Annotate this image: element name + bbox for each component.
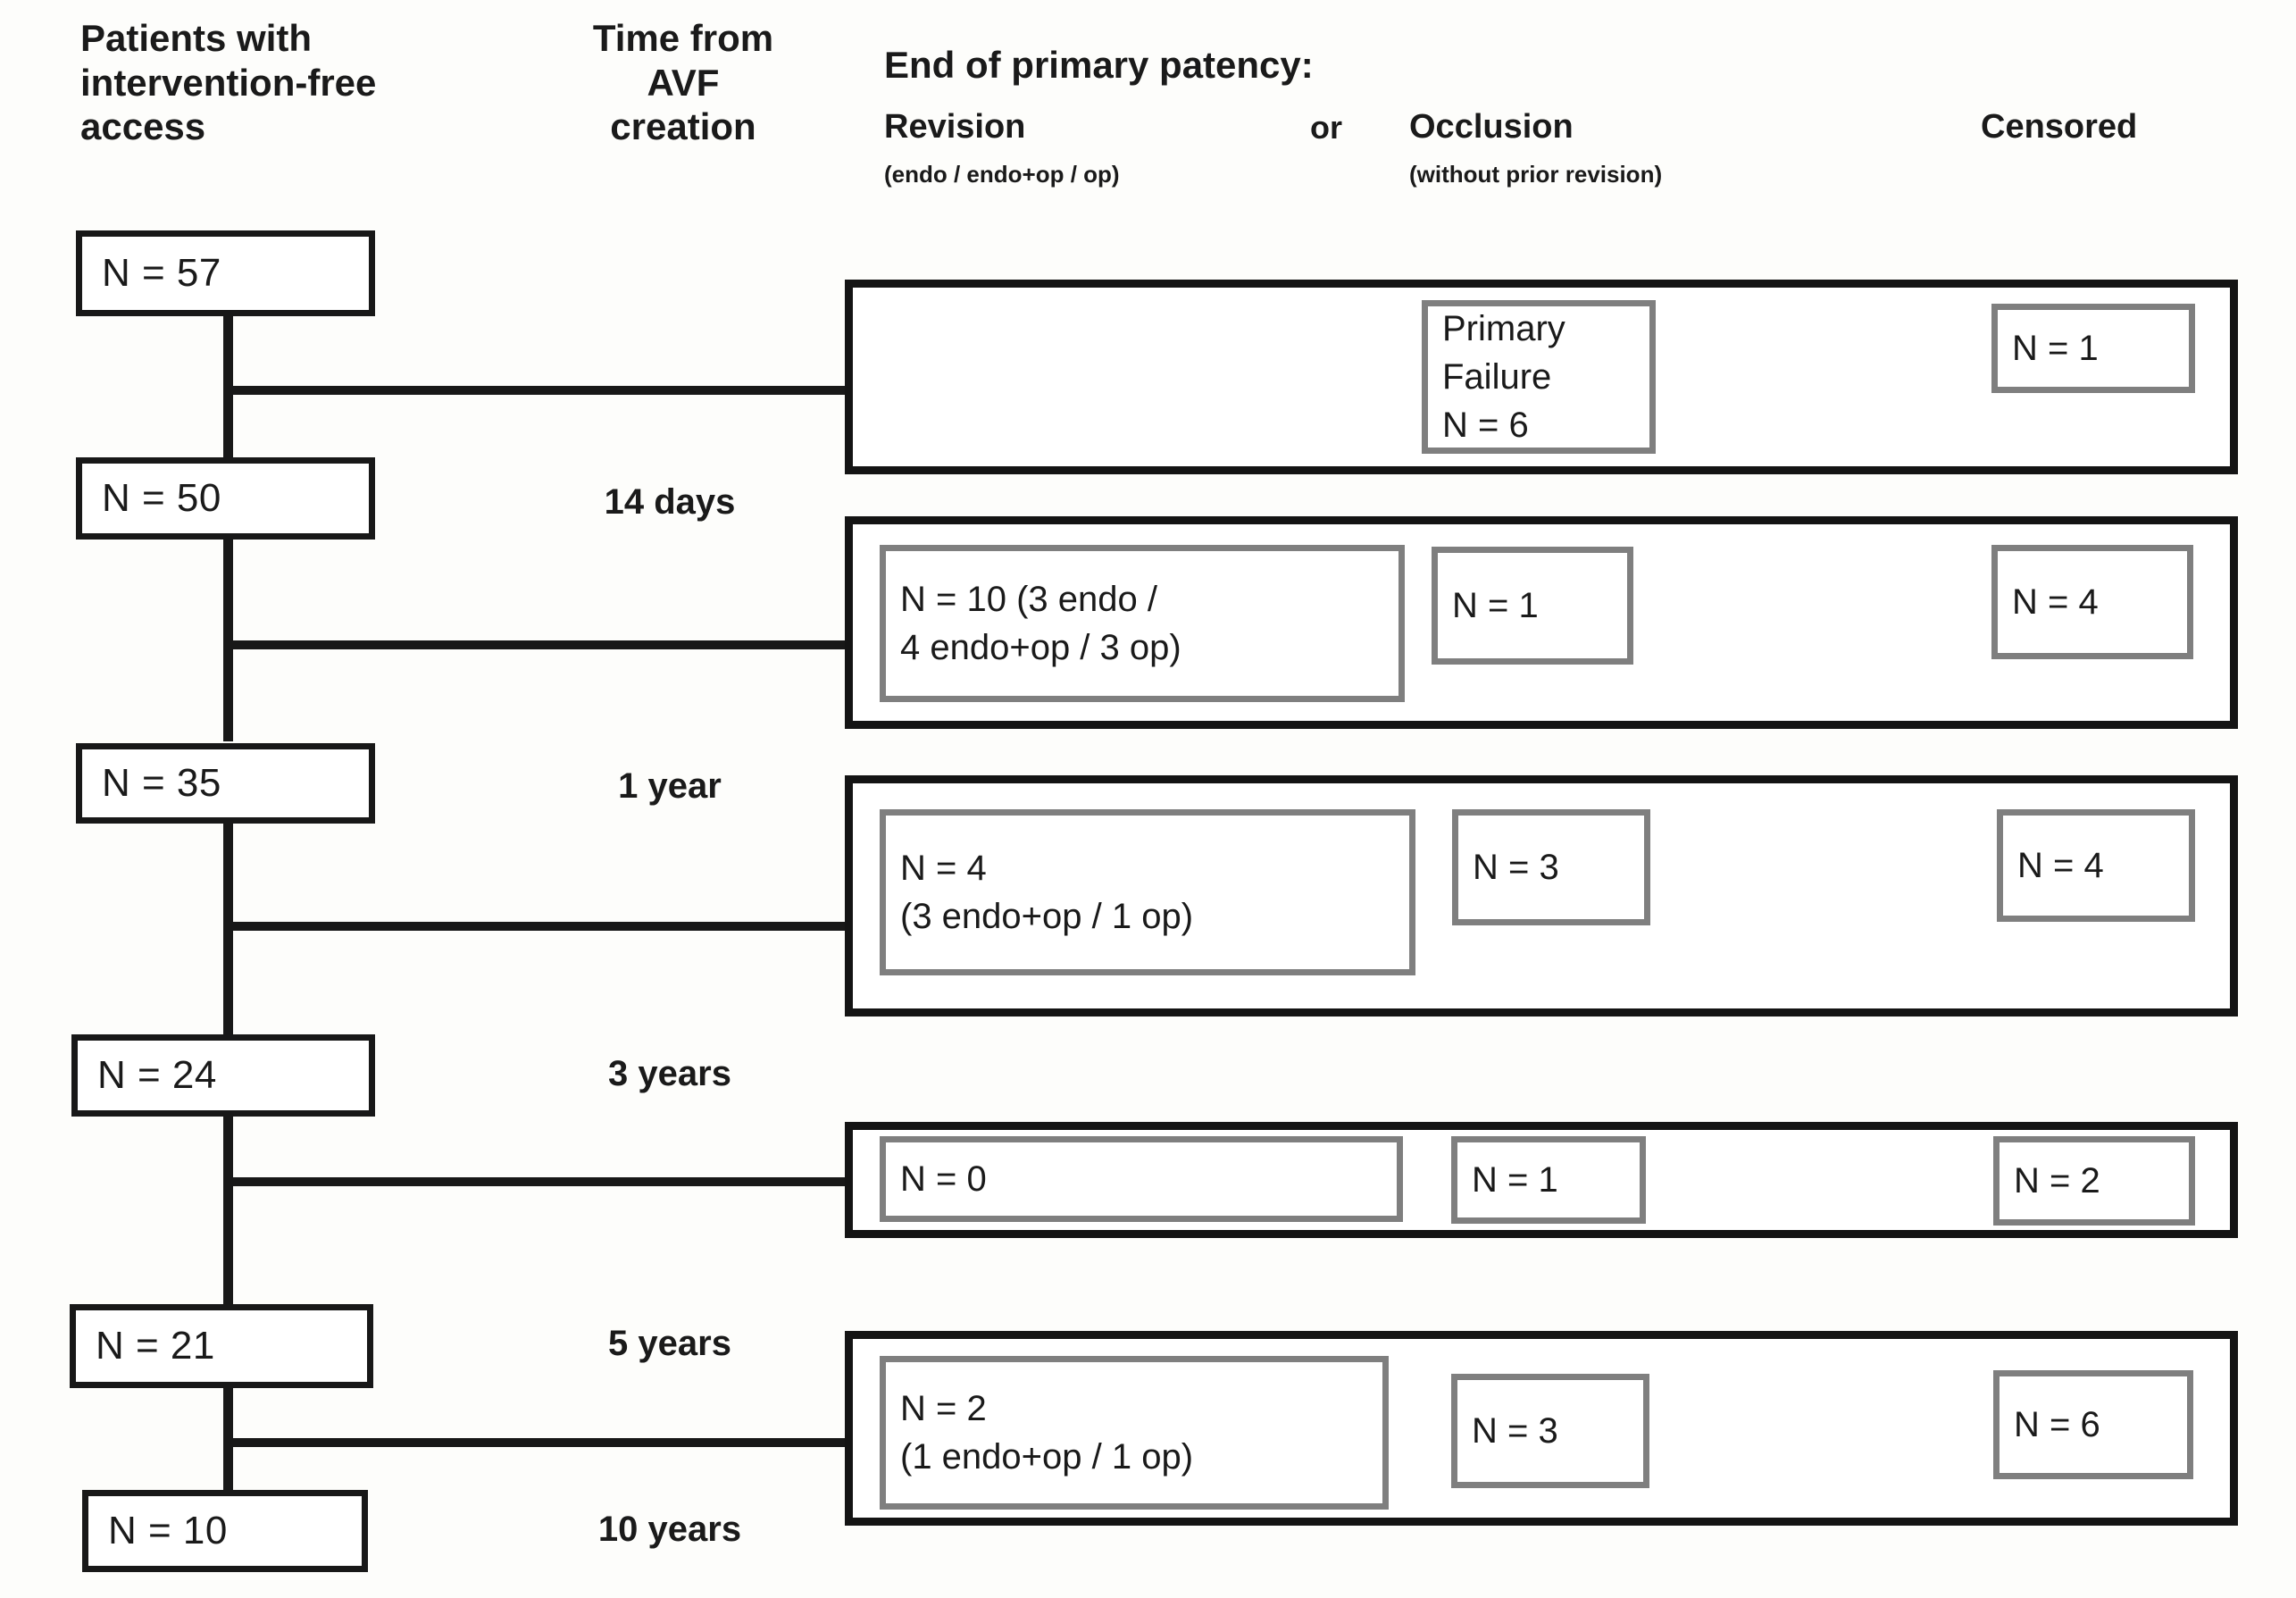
event-row-2-censored-box: N = 4	[1991, 545, 2193, 659]
time-label-10-years: 10 years	[597, 1510, 742, 1549]
branch-connector-row-2	[223, 640, 854, 649]
event-row-2-revision-box: N = 10 (3 endo / 4 endo+op / 3 op)	[880, 545, 1405, 702]
cohort-box-n57: N = 57	[76, 230, 375, 316]
header-time-column: Time from AVF creation	[592, 17, 774, 148]
branch-connector-row-4	[223, 1177, 854, 1186]
event-row-4-revision-box: N = 0	[880, 1136, 1403, 1222]
header-patients-column: Patients with intervention-free access	[80, 17, 377, 148]
header-end-of-primary-patency: End of primary patency:	[884, 44, 1314, 86]
time-label-1-year: 1 year	[618, 766, 722, 806]
time-label-14-days: 14 days	[604, 482, 736, 522]
header-revision-subtitle: (endo / endo+op / op)	[884, 161, 1120, 188]
event-row-2-occlusion-box: N = 1	[1432, 547, 1633, 665]
header-occlusion-subtitle: (without prior revision)	[1409, 161, 1663, 188]
event-row-4-censored-box: N = 2	[1993, 1136, 2195, 1226]
event-row-5-censored-box: N = 6	[1993, 1370, 2193, 1479]
header-revision: Revision	[884, 108, 1026, 146]
trunk-line-50-to-35	[223, 538, 233, 741]
time-label-5-years: 5 years	[608, 1324, 731, 1363]
event-row-3-revision-box: N = 4 (3 endo+op / 1 op)	[880, 809, 1415, 975]
event-row-5-revision-box: N = 2 (1 endo+op / 1 op)	[880, 1356, 1389, 1510]
cohort-box-n10: N = 10	[82, 1490, 368, 1572]
trunk-line-24-to-21	[223, 1117, 233, 1306]
branch-connector-row-3	[223, 922, 854, 931]
cohort-box-n35: N = 35	[76, 743, 375, 824]
event-row-5-occlusion-box: N = 3	[1451, 1374, 1649, 1488]
event-row-1-occlusion-box: Primary Failure N = 6	[1422, 300, 1656, 454]
event-row-3-censored-box: N = 4	[1997, 809, 2195, 922]
event-row-1-censored-box: N = 1	[1991, 304, 2195, 393]
cohort-box-n24: N = 24	[71, 1034, 375, 1117]
cohort-box-n21: N = 21	[70, 1304, 373, 1388]
header-censored: Censored	[1981, 108, 2138, 146]
event-row-3-occlusion-box: N = 3	[1452, 809, 1650, 925]
branch-connector-row-5	[223, 1438, 854, 1447]
event-row-4-occlusion-box: N = 1	[1451, 1136, 1646, 1224]
header-occlusion: Occlusion	[1409, 108, 1574, 146]
time-label-3-years: 3 years	[608, 1054, 731, 1093]
cohort-box-n50: N = 50	[76, 457, 375, 540]
header-or-connector: or	[1310, 109, 1342, 146]
branch-connector-row-1	[223, 386, 854, 395]
